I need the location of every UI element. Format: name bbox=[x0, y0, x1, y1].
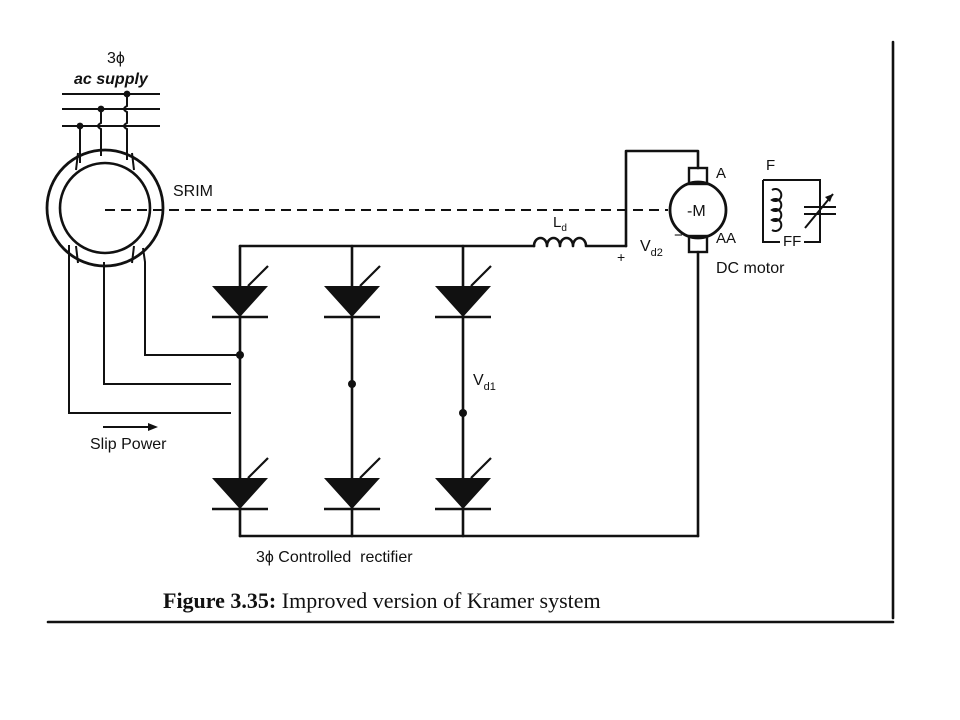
smoothing-inductor bbox=[532, 236, 628, 248]
supply-lines bbox=[62, 90, 160, 163]
controlled-rectifier-bridge bbox=[210, 244, 700, 538]
dc-motor-label: DC motor bbox=[716, 260, 785, 277]
slip-power-label: Slip Power bbox=[90, 436, 167, 453]
supply-name-label: ac supply bbox=[74, 71, 149, 88]
terminal-a-label: A bbox=[716, 165, 726, 182]
inductor-label: Ld bbox=[553, 214, 567, 234]
armature-label: -M bbox=[687, 203, 706, 220]
srim-label: SRIM bbox=[173, 183, 213, 200]
supply-phase-label: 3ϕ bbox=[107, 50, 125, 67]
vd2-label: Vd2 bbox=[640, 238, 663, 259]
rotor-leads bbox=[68, 245, 467, 417]
field-winding bbox=[762, 179, 836, 243]
figure-caption: Figure 3.35: Improved version of Kramer … bbox=[163, 588, 601, 613]
terminal-aa-label: AA bbox=[716, 230, 736, 247]
srim-machine bbox=[45, 148, 165, 268]
vd1-label: Vd1 bbox=[473, 372, 496, 393]
slip-power-arrow bbox=[103, 423, 158, 431]
page-frame bbox=[46, 40, 895, 624]
vd2-minus-sign: − bbox=[674, 227, 683, 244]
dc-motor-circuit bbox=[624, 149, 728, 538]
field-ff-label: FF bbox=[783, 233, 801, 250]
rectifier-label: 3ϕ Controlled rectifier bbox=[256, 549, 413, 566]
vd2-plus-sign: + bbox=[617, 249, 625, 265]
field-f-label: F bbox=[766, 157, 775, 174]
